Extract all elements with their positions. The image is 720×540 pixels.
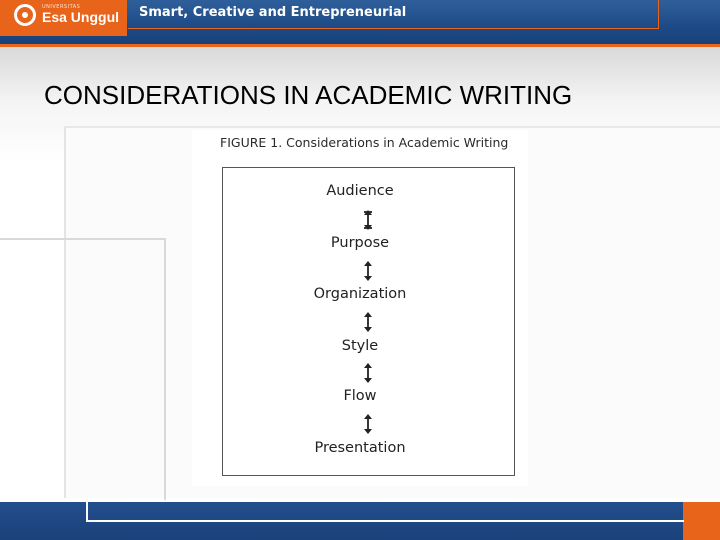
- logo-superscript: UNIVERSITAS: [42, 4, 81, 10]
- header-accent-line: [0, 44, 720, 47]
- footer-frame-line: [86, 502, 88, 522]
- footer-frame-line: [86, 520, 684, 522]
- decorative-line: [0, 238, 166, 240]
- stage-organization: Organization: [313, 286, 407, 302]
- header-frame-line: [128, 0, 659, 29]
- stage-purpose: Purpose: [330, 235, 390, 251]
- bidirectional-arrow-icon: [364, 261, 372, 281]
- bidirectional-arrow-icon: [364, 363, 372, 383]
- decorative-line: [164, 238, 166, 500]
- logo-emblem-icon: [14, 4, 36, 26]
- stage-flow: Flow: [343, 388, 377, 404]
- logo-wordmark: Esa Unggul: [42, 9, 120, 25]
- stage-audience: Audience: [326, 183, 394, 199]
- university-logo: UNIVERSITAS Esa Unggul: [0, 0, 127, 36]
- slide-title: CONSIDERATIONS IN ACADEMIC WRITING: [44, 80, 573, 110]
- bidirectional-arrow-icon: [364, 312, 372, 332]
- header-tagline: Smart, Creative and Entrepreneurial: [139, 5, 407, 20]
- figure-caption: FIGURE 1. Considerations in Academic Wri…: [220, 135, 509, 150]
- stage-presentation: Presentation: [314, 440, 406, 456]
- stage-style: Style: [341, 338, 379, 354]
- footer-accent-block: [683, 502, 720, 540]
- bidirectional-arrow-icon: [364, 414, 372, 434]
- bidirectional-arrow-icon: [364, 210, 372, 230]
